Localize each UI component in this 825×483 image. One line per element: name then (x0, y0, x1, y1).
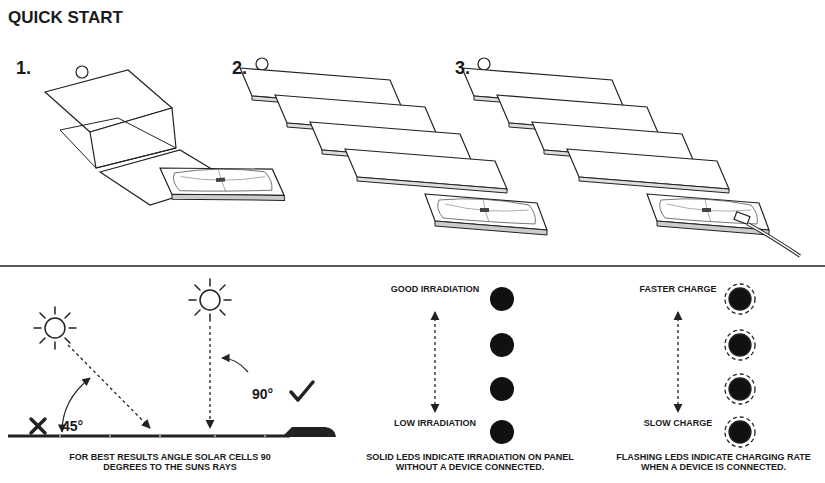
scale-label: LOW IRRADIATION (385, 418, 485, 429)
caption-note: SOLID LEDS INDICATE IRRADIATION ON PANEL… (350, 452, 590, 473)
caption-note: FLASHING LEDS INDICATE CHARGING RATE WHE… (606, 452, 821, 473)
scale-label: FASTER CHARGE (638, 284, 718, 295)
caption-note: FOR BEST RESULTS ANGLE SOLAR CELLS 90 DE… (55, 452, 285, 473)
angle-label: 90° (252, 386, 288, 402)
step-number: 3. (455, 58, 485, 79)
step-number: 2. (232, 58, 262, 79)
angle-label: 45° (62, 418, 98, 434)
scale-label: SLOW CHARGE (638, 418, 718, 429)
connected-panel (462, 58, 800, 256)
angle-guide (8, 279, 336, 437)
scale-label: GOOD IRRADIATION (385, 284, 485, 295)
step-number: 1. (16, 58, 46, 79)
page-title: QUICK START (8, 8, 208, 28)
divider-line (0, 265, 825, 267)
